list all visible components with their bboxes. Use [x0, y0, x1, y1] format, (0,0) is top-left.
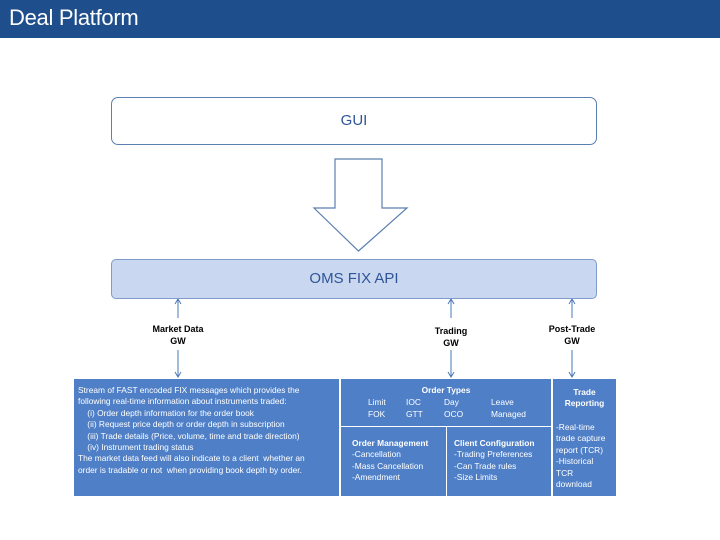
order-type: Limit [368, 397, 386, 407]
order-types-row-1: Limit IOC Day Leave [368, 397, 551, 408]
client-configuration-section: Client Configuration -Trading Preference… [454, 438, 551, 484]
order-management-item: -Mass Cancellation [352, 460, 424, 471]
panel-line: (i) Order depth information for the orde… [78, 407, 254, 418]
client-configuration-item: -Can Trade rules [454, 460, 517, 471]
order-management-section: Order Management -Cancellation -Mass Can… [352, 438, 447, 484]
trade-reporting-items: -Real-time trade capture report (TCR) -H… [556, 422, 616, 490]
panel-line: (iii) Trade details (Price, volume, time… [78, 430, 300, 441]
title-bar: Deal Platform [0, 0, 720, 38]
client-configuration-title: Client Configuration [454, 438, 535, 448]
order-type: GTT [406, 409, 423, 419]
order-management-item: -Amendment [352, 472, 400, 483]
oms-label: OMS FIX API [309, 270, 399, 287]
order-types-title: Order Types [421, 385, 471, 395]
panel-line: (ii) Request price depth or order depth … [78, 419, 285, 430]
client-configuration-item: -Size Limits [454, 472, 498, 483]
order-type: IOC [406, 397, 421, 407]
trade-reporting-item: TCR [556, 467, 574, 478]
trade-reporting-item: trade capture [556, 433, 606, 444]
panel-line: The market data feed will also indicate … [78, 453, 305, 464]
gui-box: GUI [111, 97, 597, 145]
trade-reporting-panel: Trade Reporting -Real-time trade capture… [553, 379, 616, 496]
oms-fix-api-box: OMS FIX API [111, 259, 597, 299]
down-arrow-gui-to-oms [312, 158, 409, 252]
panel-line: following real-time information about in… [78, 396, 287, 407]
trade-reporting-item: report (TCR) [556, 444, 603, 455]
trade-reporting-item: -Real-time [556, 422, 595, 432]
panel-line: Stream of FAST encoded FIX messages whic… [78, 385, 300, 395]
gw-label-line: Post-Trade [548, 324, 596, 334]
trade-reporting-title-line: Reporting [564, 398, 605, 409]
trading-panel: Order Types Limit IOC Day Leave FOK GTT … [341, 379, 551, 496]
order-management-item: -Cancellation [352, 449, 401, 460]
market-data-panel: Stream of FAST encoded FIX messages whic… [74, 379, 339, 496]
client-configuration-item: -Trading Preferences [454, 449, 533, 460]
order-type: Managed [491, 409, 526, 419]
gui-label: GUI [340, 112, 368, 129]
divider [446, 427, 447, 496]
post-trade-gw-label: Post-Trade GW [536, 323, 608, 347]
trade-reporting-item: -Historical [556, 456, 594, 467]
trade-reporting-title-line: Trade [573, 387, 596, 397]
divider [341, 426, 551, 427]
gw-label-line: GW [170, 336, 186, 346]
gw-label-line: Trading [434, 326, 468, 336]
panel-line: (iv) Instrument trading status [78, 442, 194, 453]
order-type: OCO [444, 409, 464, 419]
gw-label-line: GW [564, 336, 580, 346]
gw-label-line: GW [443, 338, 459, 348]
gw-label-line: Market Data [152, 324, 204, 334]
order-type: Leave [491, 397, 514, 407]
trading-gw-label: Trading GW [420, 325, 482, 349]
order-type: FOK [368, 409, 386, 419]
trade-reporting-title: Trade Reporting [553, 387, 616, 410]
order-type: Day [444, 397, 459, 407]
page-title: Deal Platform [9, 5, 139, 30]
order-types-row-2: FOK GTT OCO Managed [368, 409, 551, 420]
order-management-title: Order Management [352, 438, 429, 448]
panel-line: order is tradable or not when providing … [78, 464, 302, 475]
market-data-gw-label: Market Data GW [140, 323, 216, 347]
trade-reporting-item: download [556, 479, 592, 490]
